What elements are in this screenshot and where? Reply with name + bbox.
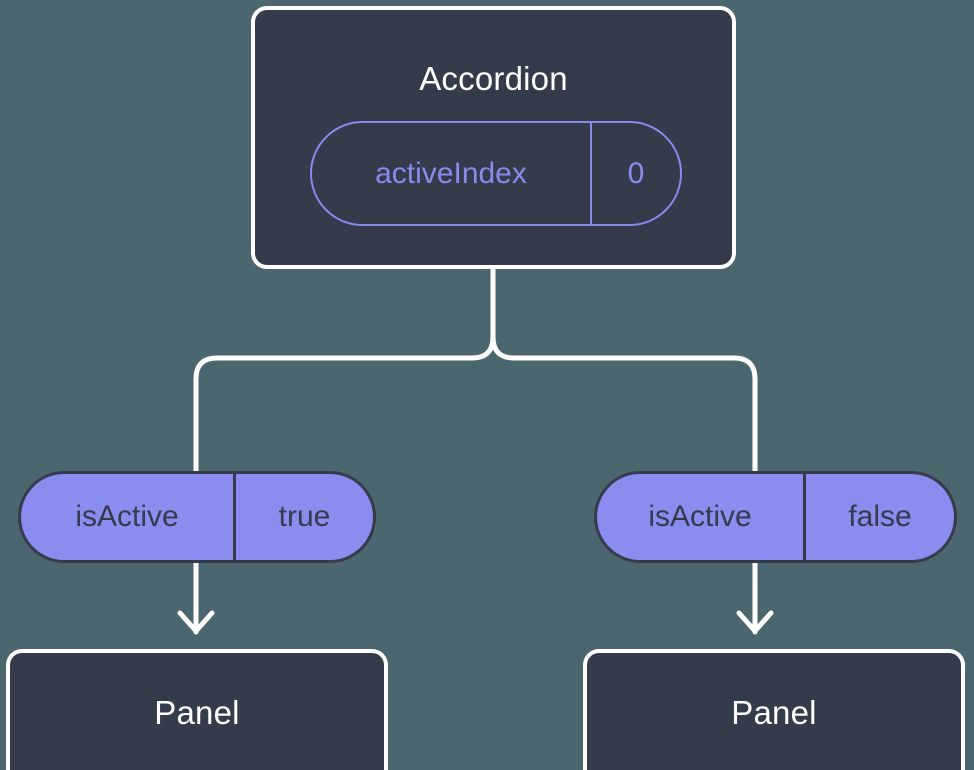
edge-root-to-left-pill <box>193 266 496 474</box>
panel-right-title: Panel <box>731 694 817 731</box>
panel-left-title: Panel <box>154 694 240 731</box>
prop-pill-right-value: false <box>848 500 912 533</box>
node-panel-right[interactable]: Panel <box>583 649 965 770</box>
node-accordion[interactable]: Accordion activeIndex 0 <box>251 6 736 269</box>
edge-root-to-right-pill <box>490 266 758 474</box>
state-pill-key: activeIndex <box>312 123 592 224</box>
arrowhead-left <box>177 610 215 634</box>
state-pill-active-index[interactable]: activeIndex 0 <box>310 121 682 226</box>
prop-pill-right-key: isActive <box>597 474 806 560</box>
arrowhead-right <box>736 610 774 634</box>
accordion-node-title: Accordion <box>419 60 568 97</box>
prop-pill-right-is-active[interactable]: isActive false <box>594 471 957 563</box>
prop-pill-left-value: true <box>278 500 331 533</box>
node-panel-left[interactable]: Panel <box>6 649 388 770</box>
state-pill-value: 0 <box>627 156 645 190</box>
prop-pill-left-key: isActive <box>21 474 236 560</box>
prop-pill-left-is-active[interactable]: isActive true <box>18 471 376 563</box>
